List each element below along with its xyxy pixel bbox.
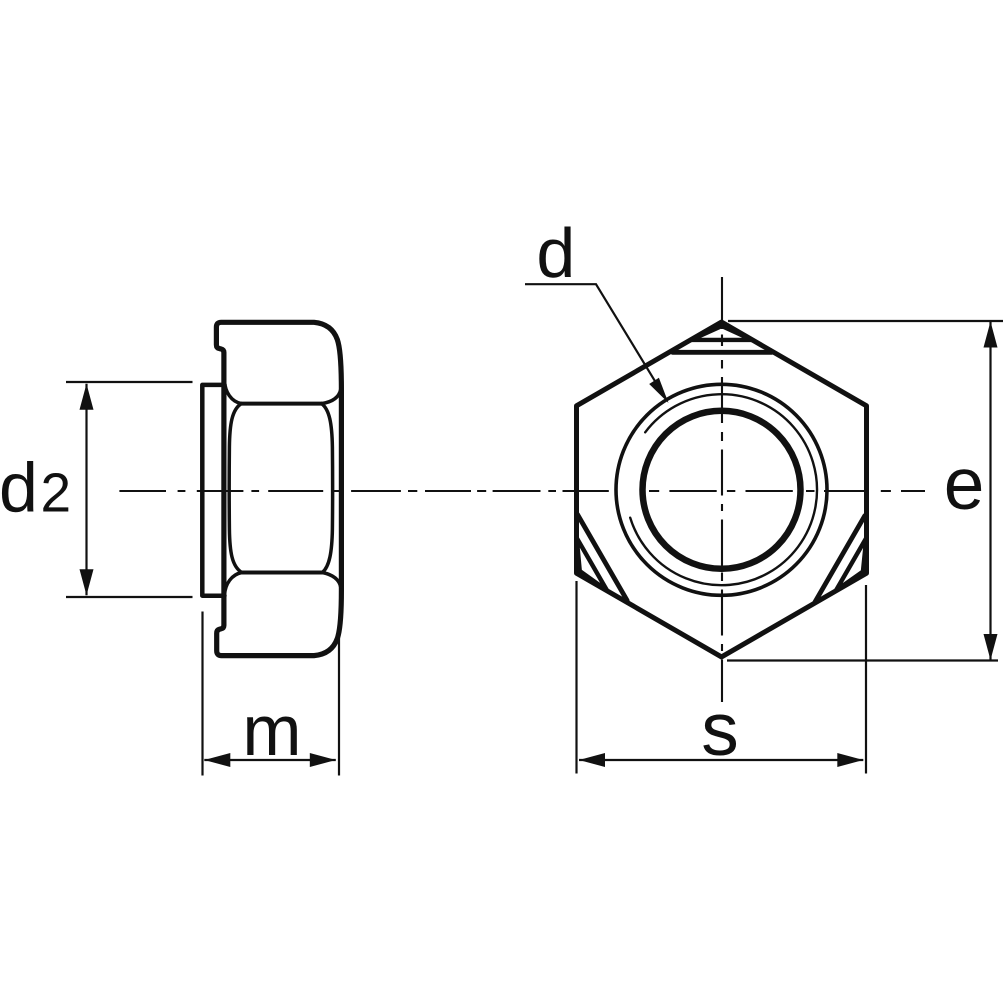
svg-text:e: e	[944, 444, 985, 525]
svg-text:d: d	[536, 214, 575, 292]
svg-text:d: d	[0, 449, 38, 527]
svg-text:m: m	[242, 692, 301, 771]
svg-text:s: s	[701, 687, 739, 771]
svg-text:2: 2	[41, 462, 72, 524]
